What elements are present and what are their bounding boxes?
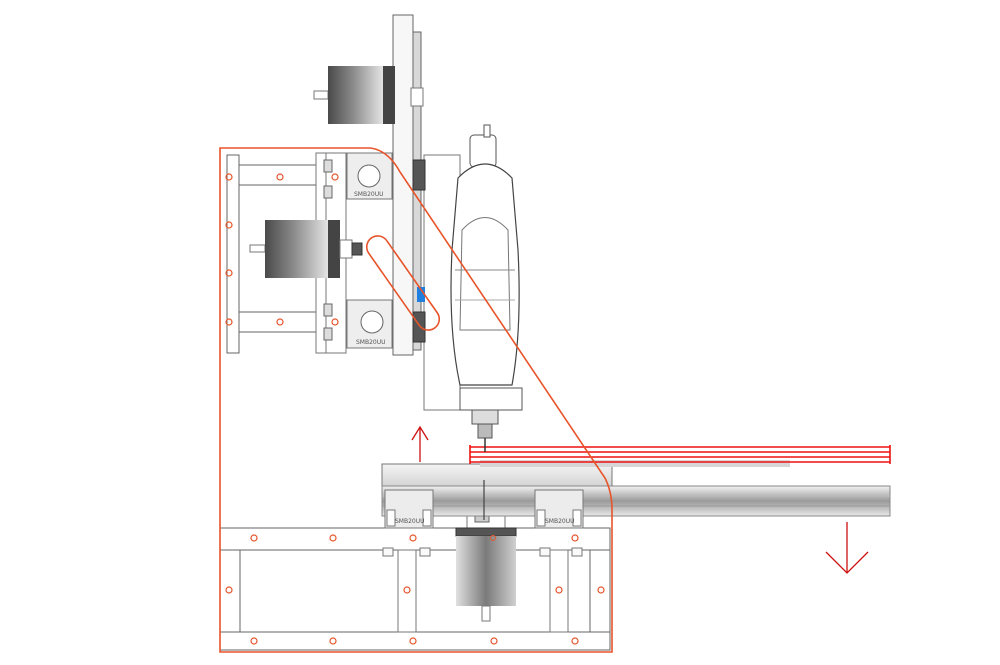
y-axis-stepper-motor	[455, 509, 517, 622]
z-axis-stepper-motor	[313, 66, 424, 124]
upper-bearing-label: SMB20UU	[354, 191, 384, 198]
bed-right-bearing-label: SMB20UU	[545, 518, 575, 525]
z-limit-sensor	[417, 287, 425, 302]
y-direction-arrow	[825, 522, 869, 574]
spindle-router	[450, 124, 523, 452]
bed-left-bearing-label: SMB20UU	[395, 518, 425, 525]
frame-outline	[219, 147, 613, 653]
base-frame	[219, 527, 611, 651]
lower-bearing-label: SMB20UU	[356, 339, 386, 346]
red-rail-lines	[469, 445, 891, 464]
z-direction-arrow	[411, 425, 429, 462]
x-axis-stepper-motor	[249, 220, 363, 278]
bed-rail-assembly: SMB20UU SMB20UU	[381, 460, 891, 529]
